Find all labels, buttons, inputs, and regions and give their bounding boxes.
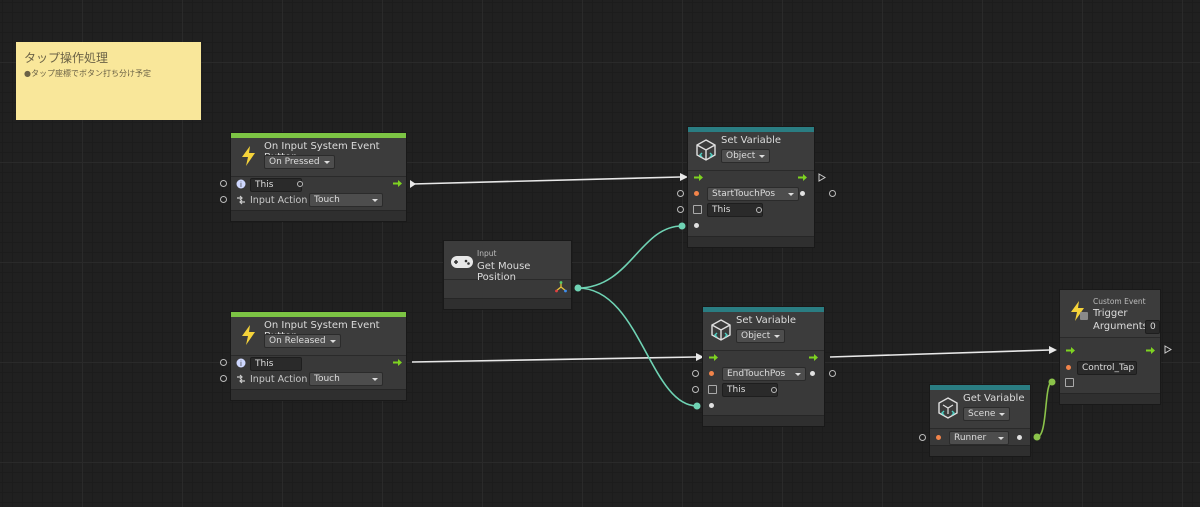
flow-out-arrow-icon[interactable] (798, 174, 807, 181)
released-input-port[interactable] (220, 359, 227, 366)
node-title: Trigger (1093, 308, 1128, 319)
released-input-port-2[interactable] (220, 375, 227, 382)
arguments-label: Arguments (1093, 321, 1148, 332)
custom-event-trigger-node[interactable]: Custom Event Trigger Arguments 0 Control… (1059, 289, 1161, 405)
trigger-flow-out-triangle-icon[interactable] (1164, 345, 1172, 354)
arguments-count-field[interactable]: 0 (1145, 320, 1160, 334)
event-type-dropdown[interactable]: On Pressed (264, 155, 335, 169)
target-picker-icon[interactable] (297, 181, 303, 187)
get-variable-runner-node[interactable]: Get Variable Scene Runner (929, 384, 1031, 457)
sticky-note-subtitle: ●タップ座標でボタン打ち分け予定 (24, 69, 151, 78)
object-cube-icon (708, 385, 717, 394)
variable-name-dropdown[interactable]: Runner (949, 431, 1009, 445)
variable-kind-dropdown[interactable]: Scene (963, 407, 1011, 421)
sticky-note-title: タップ操作処理 (24, 51, 109, 65)
set-variable-end-node[interactable]: Set Variable Object EndTouchPos This (702, 306, 825, 427)
sticky-note[interactable]: タップ操作処理 ●タップ座標でボタン打ち分け予定 (16, 42, 201, 120)
end-name-external-port[interactable] (692, 370, 699, 377)
variable-kind-dropdown[interactable]: Object (721, 149, 771, 163)
end-target-external-port[interactable] (692, 386, 699, 393)
event-type-dropdown[interactable]: On Released (264, 334, 341, 348)
value-input-dot[interactable] (694, 223, 699, 228)
flow-wire-pressed (411, 176, 681, 185)
runner-input-external-port[interactable] (919, 434, 926, 441)
unity-scene-icon (938, 397, 958, 419)
vector-wire-end (577, 287, 698, 407)
svg-text:i: i (240, 181, 242, 189)
lightning-icon (242, 146, 255, 166)
target-field[interactable]: This (250, 178, 302, 192)
target-cube-icon (1065, 378, 1074, 387)
target-field[interactable]: This (707, 203, 763, 217)
value-output-dot[interactable] (1017, 435, 1022, 440)
event-name-field[interactable]: Control_Tap (1077, 361, 1137, 375)
gamepad-icon (451, 256, 473, 268)
input-action-dropdown[interactable]: Touch (309, 193, 383, 207)
input-action-label: Input Action (250, 195, 308, 206)
value-input-dot[interactable] (709, 403, 714, 408)
flow-in-arrow-icon[interactable] (1066, 347, 1075, 354)
pressed-input-port[interactable] (220, 180, 227, 187)
get-mouse-position-node[interactable]: Input Get Mouse Position (443, 240, 572, 310)
value-output-dot[interactable] (810, 371, 815, 376)
pressed-flow-out-triangle[interactable] (410, 180, 416, 188)
set-variable-start-node[interactable]: Set Variable Object StartTouchPos This (687, 126, 815, 248)
start-name-external-port[interactable] (677, 190, 684, 197)
variable-cube-icon (696, 139, 716, 161)
variable-name-dropdown[interactable]: EndTouchPos (722, 367, 806, 381)
end-output-external-port[interactable] (829, 370, 836, 377)
on-released-event-node[interactable]: On Input System Event Button On Released… (230, 311, 407, 401)
flow-wire-released (411, 356, 697, 363)
name-port-dot[interactable] (709, 371, 714, 376)
node-title: Set Variable (736, 315, 797, 326)
start-output-external-port[interactable] (829, 190, 836, 197)
lightning-icon (242, 325, 255, 345)
name-port-dot[interactable] (936, 435, 941, 440)
object-cube-icon (693, 205, 702, 214)
flow-wire-to-trigger (829, 349, 1051, 358)
event-name-port-dot[interactable] (1066, 365, 1071, 370)
flow-out-arrow-icon[interactable] (809, 354, 818, 361)
target-icon: i (236, 179, 246, 189)
flow-out-arrow-icon[interactable] (393, 359, 402, 366)
custom-event-lightning-icon (1071, 301, 1088, 321)
input-action-icon (237, 195, 245, 205)
start-flow-out-triangle-icon[interactable] (818, 173, 826, 182)
target-picker-icon[interactable] (756, 207, 762, 213)
node-title: Set Variable (721, 135, 782, 146)
flow-out-arrow-icon[interactable] (1146, 347, 1155, 354)
flow-in-arrow-icon[interactable] (709, 354, 718, 361)
node-category: Input (477, 249, 497, 258)
target-icon: i (236, 358, 246, 368)
name-port-dot[interactable] (694, 191, 699, 196)
on-pressed-event-node[interactable]: On Input System Event Button On Pressed … (230, 132, 407, 222)
svg-text:i: i (240, 360, 242, 368)
variable-kind-dropdown[interactable]: Object (736, 329, 786, 343)
start-target-external-port[interactable] (677, 206, 684, 213)
variable-cube-icon (711, 319, 731, 341)
variable-name-dropdown[interactable]: StartTouchPos (707, 187, 799, 201)
input-action-label: Input Action (250, 374, 308, 385)
vector2-output-icon (555, 281, 567, 293)
node-category: Custom Event (1093, 297, 1146, 306)
vector-wire-start (577, 225, 683, 289)
flow-out-arrow-icon[interactable] (393, 180, 402, 187)
node-title: Get Mouse Position (477, 261, 531, 283)
object-wire-runner (1036, 381, 1053, 438)
target-field[interactable]: This (250, 357, 302, 371)
target-field[interactable]: This (722, 383, 778, 397)
target-picker-icon[interactable] (771, 387, 777, 393)
flow-in-arrow-icon[interactable] (694, 174, 703, 181)
node-title: Get Variable (963, 393, 1025, 404)
pressed-input-port-2[interactable] (220, 196, 227, 203)
input-action-icon (237, 374, 245, 384)
input-action-dropdown[interactable]: Touch (309, 372, 383, 386)
value-output-dot[interactable] (800, 191, 805, 196)
